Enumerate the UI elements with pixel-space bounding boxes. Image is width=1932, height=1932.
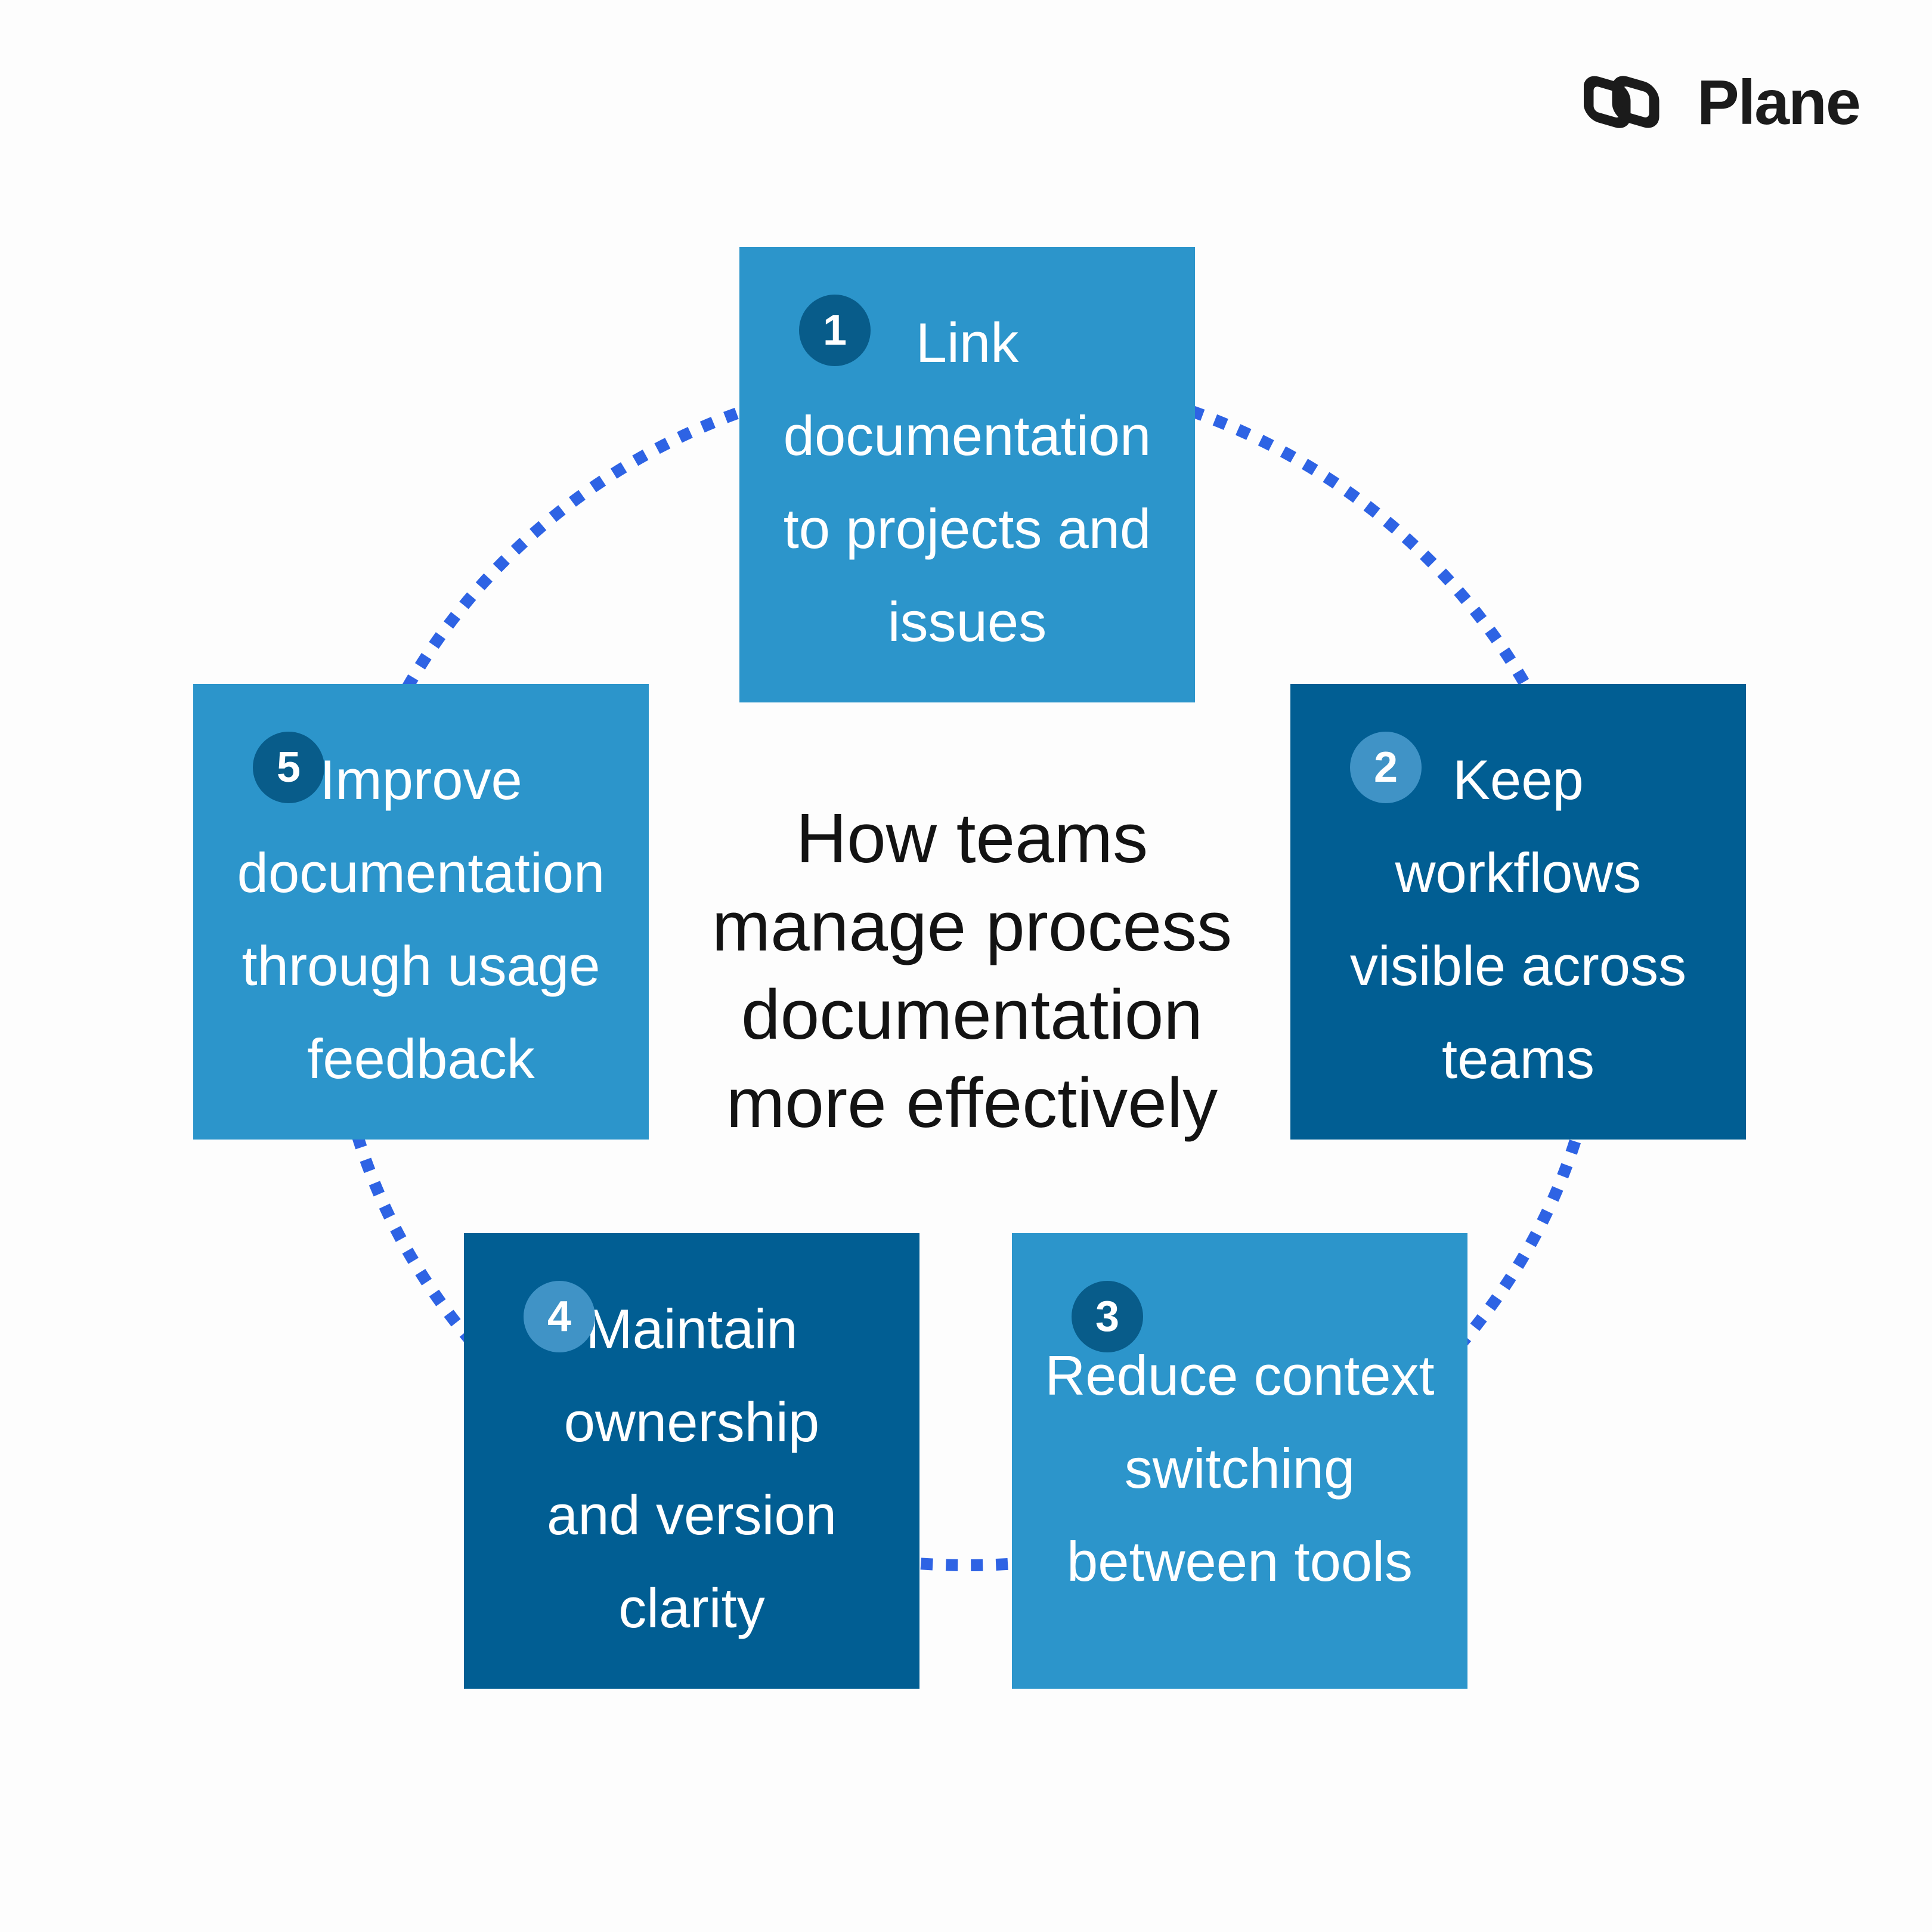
text-line: Reduce context <box>1045 1344 1435 1407</box>
text-line: ownership <box>564 1391 820 1453</box>
text-line: documentation <box>741 976 1203 1054</box>
step-4-text: Maintain ownership and version clarity <box>547 1267 837 1655</box>
text-line: workflows <box>1395 841 1642 904</box>
step-3-text: Reduce context switching between tools <box>1045 1314 1434 1608</box>
text-line: issues <box>887 590 1047 653</box>
plane-logo-text: Plane <box>1697 67 1861 138</box>
text-line: How teams <box>795 799 1148 878</box>
text-line: and version <box>547 1484 837 1546</box>
text-line: documentation <box>783 404 1151 467</box>
text-line: switching <box>1124 1437 1355 1500</box>
step-2-number-badge: 2 <box>1350 732 1422 803</box>
step-5-number: 5 <box>276 744 301 791</box>
text-line: through usage <box>242 934 600 997</box>
text-line: teams <box>1442 1027 1594 1090</box>
step-1-number-badge: 1 <box>799 295 871 366</box>
step-box-3: 3 Reduce context switching between tools <box>1012 1233 1467 1689</box>
text-line: to projects and <box>783 497 1151 560</box>
step-3-number: 3 <box>1095 1293 1120 1340</box>
step-1-number: 1 <box>822 306 847 354</box>
plane-logo-icon <box>1584 76 1659 128</box>
text-line: manage process <box>711 887 1233 966</box>
text-line: Improve <box>320 748 522 811</box>
plane-logo-shape-right <box>1612 76 1659 128</box>
text-line: more effectively <box>726 1064 1218 1143</box>
step-box-2: 2 Keep workflows visible across teams <box>1290 684 1746 1140</box>
step-box-5: 5 Improve documentation through usage feedb… <box>193 684 649 1140</box>
infographic-title: How teams manage process documentation more… <box>602 794 1342 1147</box>
text-line: Keep <box>1453 748 1584 811</box>
text-line: documentation <box>237 841 605 904</box>
step-4-number: 4 <box>547 1293 572 1340</box>
step-3-number-badge: 3 <box>1072 1281 1143 1352</box>
plane-logo-shape-left <box>1584 76 1631 128</box>
step-2-number: 2 <box>1373 744 1398 791</box>
step-4-number-badge: 4 <box>524 1281 595 1352</box>
text-line: visible across <box>1349 934 1687 997</box>
step-5-number-badge: 5 <box>253 732 324 803</box>
text-line: between tools <box>1066 1530 1413 1593</box>
text-line: Maintain <box>586 1298 798 1360</box>
step-1-text: Link documentation to projects and issues <box>784 281 1151 668</box>
text-line: feedback <box>307 1027 535 1090</box>
text-line: clarity <box>618 1577 765 1639</box>
plane-logo: Plane <box>1584 67 1861 138</box>
step-5-text: Improve documentation through usage feedbac… <box>237 718 605 1106</box>
step-box-4: 4 Maintain ownership and version clarity <box>464 1233 919 1689</box>
step-box-1: 1 Link documentation to projects and issues <box>739 247 1195 702</box>
step-2-text: Keep workflows visible across teams <box>1350 718 1686 1106</box>
text-line: Link <box>915 311 1019 374</box>
